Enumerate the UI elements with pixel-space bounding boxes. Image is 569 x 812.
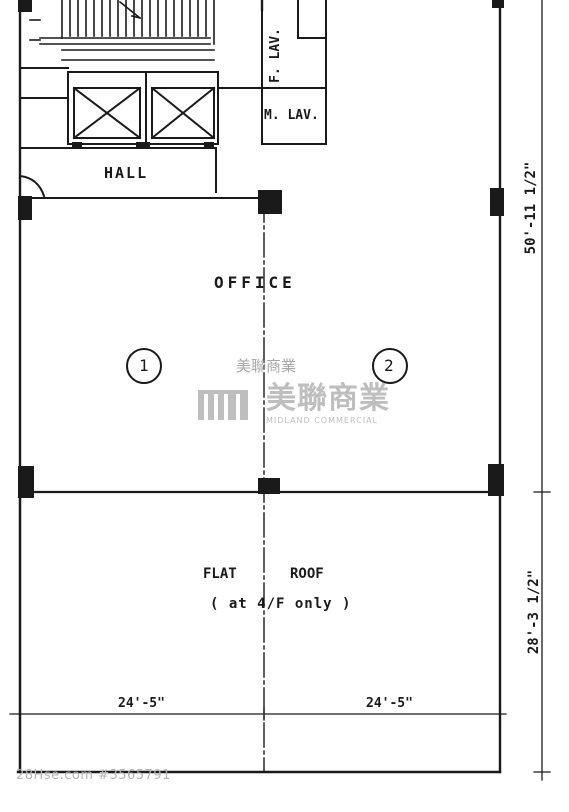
hall-walls — [18, 147, 263, 199]
width-right-label: 24'-5" — [366, 696, 413, 711]
watermark-main: 美聯商業 — [266, 381, 390, 416]
f-lav-label: F. LAV. — [267, 28, 283, 83]
lift-core — [19, 67, 219, 145]
unit-2-label: 2 — [384, 356, 394, 375]
m-lav-label: M. LAV. — [264, 108, 319, 123]
flat-label: FLAT — [203, 566, 237, 582]
unit-1-label: 1 — [139, 356, 149, 375]
roof-label: ROOF — [290, 566, 324, 582]
roof-note-label: ( at 4/F only ) — [210, 596, 352, 612]
watermark-sub: MIDLAND COMMERCIAL — [266, 416, 378, 425]
unit-1-circle — [126, 348, 162, 384]
unit-2-circle — [372, 348, 408, 384]
lavatories — [217, 0, 327, 145]
columns — [18, 0, 504, 498]
midland-logo-icon — [198, 386, 260, 424]
office-label: OFFICE — [214, 273, 296, 292]
hall-label: HALL — [104, 164, 149, 182]
watermark-logo: 美聯商業 MIDLAND COMMERCIAL — [198, 384, 390, 425]
depth-dimension — [533, 0, 551, 781]
width-dimension — [9, 707, 507, 721]
staircase — [29, 0, 215, 61]
roof-edge — [18, 490, 502, 774]
office-depth-label: 50'-11 1/2" — [523, 161, 539, 255]
footer-reference: 28Hse.com #3565791 — [16, 768, 171, 783]
roof-depth-label: 28'-3 1/2" — [526, 569, 542, 655]
watermark-small: 美聯商業 — [236, 357, 297, 375]
width-left-label: 24'-5" — [118, 696, 165, 711]
